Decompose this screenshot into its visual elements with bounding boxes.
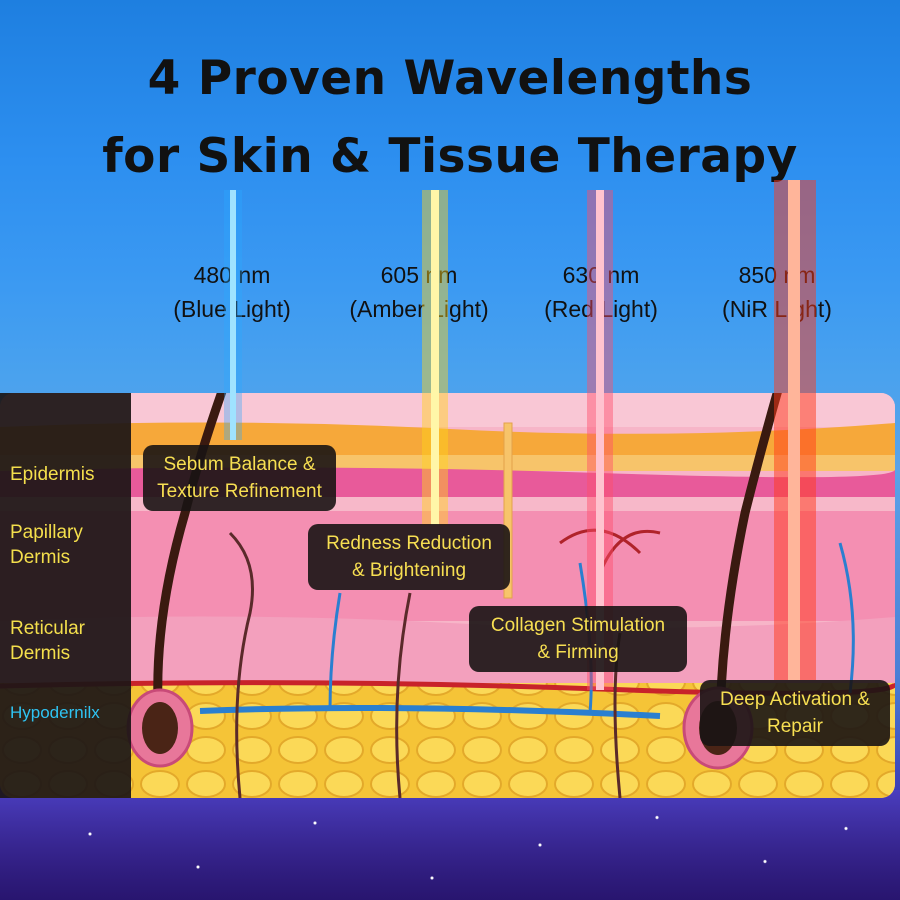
callout-line: Texture Refinement bbox=[157, 481, 322, 502]
wavelength-label-red: 630 nm (Red Light) bbox=[501, 258, 701, 326]
callout-line: Redness Reduction bbox=[326, 533, 492, 554]
callout-redness-reduction: Redness Reduction & Brightening bbox=[308, 524, 510, 590]
wavelength-nm: 480 nm bbox=[193, 262, 271, 288]
layer-label-line: Reticular bbox=[10, 618, 85, 639]
wavelength-name: (NiR Light) bbox=[722, 296, 832, 322]
callout-deep-activation: Deep Activation & Repair bbox=[700, 680, 890, 746]
wavelength-label-amber: 605 nm (Amber Light) bbox=[319, 258, 519, 326]
wavelength-nm: 630 nm bbox=[562, 262, 640, 288]
page-title-line1: 4 Proven Wavelengths bbox=[147, 51, 753, 106]
layer-label-line: Dermis bbox=[10, 547, 71, 568]
layer-label-hypodermis: Hypodernilx bbox=[10, 703, 100, 722]
wavelength-nm: 605 nm bbox=[380, 262, 458, 288]
wavelength-name: (Amber Light) bbox=[349, 296, 489, 322]
callout-line: & Firming bbox=[537, 642, 619, 663]
wavelength-nm: 850 nm bbox=[738, 262, 816, 288]
layer-label-epidermis: Epidermis bbox=[10, 464, 95, 485]
starry-background bbox=[0, 790, 900, 900]
wavelength-label-blue: 480 nm (Blue Light) bbox=[132, 258, 332, 326]
layer-sidebar bbox=[0, 393, 131, 798]
callout-line: & Brightening bbox=[351, 560, 467, 581]
callout-collagen-stimulation: Collagen Stimulation & Firming bbox=[469, 606, 687, 672]
wavelength-label-nir: 850 nm (NiR Light) bbox=[677, 258, 877, 326]
wavelength-name: (Red Light) bbox=[544, 296, 658, 322]
callout-line: Collagen Stimulation bbox=[490, 615, 666, 636]
callout-line: Repair bbox=[767, 716, 823, 737]
callout-line: Sebum Balance & bbox=[163, 454, 316, 475]
callout-line: Deep Activation & bbox=[720, 689, 870, 710]
layer-label-papillary: Papillary Dermis bbox=[10, 520, 83, 570]
wavelength-name: (Blue Light) bbox=[173, 296, 291, 322]
layer-label-reticular: Reticular Dermis bbox=[10, 616, 85, 666]
layer-label-line: Dermis bbox=[10, 643, 71, 664]
page-title-line2: for Skin & Tissue Therapy bbox=[102, 129, 798, 184]
layer-label-line: Papillary bbox=[10, 522, 83, 543]
callout-sebum-balance: Sebum Balance & Texture Refinement bbox=[143, 445, 336, 511]
